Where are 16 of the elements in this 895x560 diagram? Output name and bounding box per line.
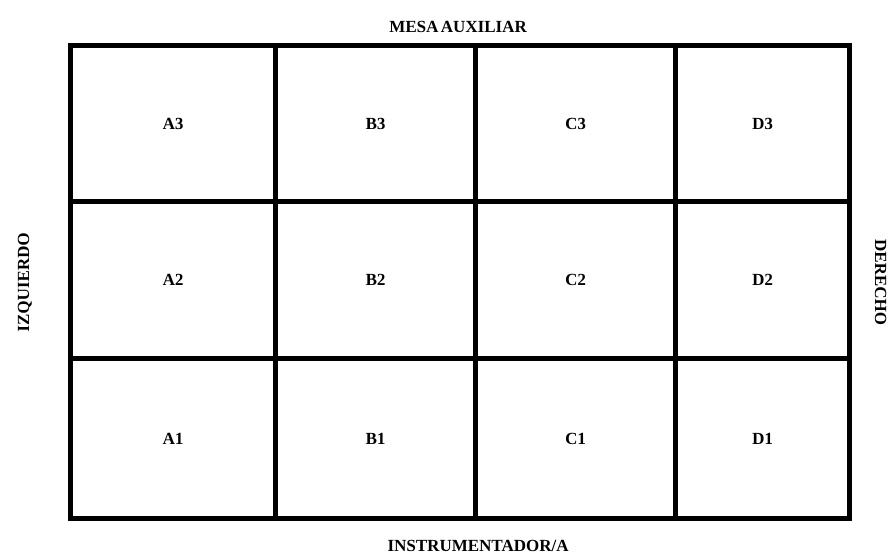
cell-label: C1 bbox=[565, 428, 586, 448]
cell-label: C3 bbox=[565, 114, 586, 134]
cell-label: A3 bbox=[162, 114, 184, 134]
cell-label: B1 bbox=[366, 428, 386, 448]
side-label: MESA AUXILIAR bbox=[389, 17, 527, 37]
side-label: IZQUIERDO bbox=[14, 232, 34, 332]
cell-label: A1 bbox=[162, 428, 184, 448]
side-label: INSTRUMENTADOR/A bbox=[387, 536, 569, 556]
cell-label: D2 bbox=[752, 270, 773, 290]
cell-label: A2 bbox=[162, 270, 184, 290]
cell-label: D1 bbox=[752, 428, 773, 448]
side-label: DERECHO bbox=[870, 239, 890, 325]
cell-label: B2 bbox=[366, 270, 386, 290]
cell-label: D3 bbox=[752, 114, 773, 134]
cell-label: C2 bbox=[565, 270, 586, 290]
cell-label: B3 bbox=[366, 114, 386, 134]
